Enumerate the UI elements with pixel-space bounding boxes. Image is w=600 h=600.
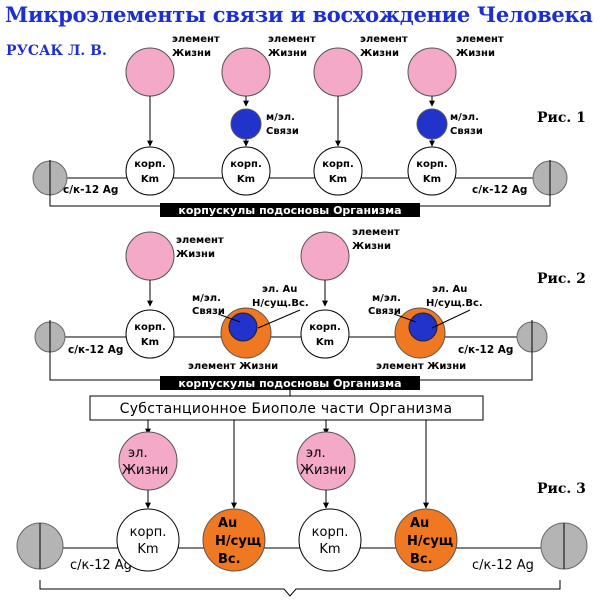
figure-2: Рис. 2 с/к-12 Ag с/к-12 Ag элемент Жизни…: [34, 227, 586, 390]
fig1-bar-text: корпускулы подосновы Организма: [178, 204, 401, 217]
svg-text:корп.: корп.: [416, 159, 448, 170]
fig3-el-1: эл. Жизни: [118, 431, 178, 509]
svg-text:Жизни: Жизни: [122, 463, 168, 478]
page-title: Микроэлементы связи и восхождение Челове…: [5, 2, 593, 27]
fig2-composite-2: м/эл. Связи эл. Au Н/сущ.Вс.: [368, 284, 483, 359]
svg-text:Жизни: Жизни: [268, 48, 307, 59]
author-name: РУСАК Л. В.: [6, 43, 107, 59]
fig1-corp-2: корп. Km: [221, 146, 271, 196]
svg-text:Km: Km: [423, 174, 441, 185]
fig1-bracket: [49, 196, 551, 207]
svg-text:корп.: корп.: [134, 322, 166, 333]
svg-text:элемент: элемент: [456, 34, 504, 45]
svg-text:эл.: эл.: [128, 446, 148, 461]
svg-text:элемент: элемент: [360, 34, 408, 45]
fig2-bracket: [49, 354, 533, 381]
fig2-corp-2: корп. Km: [300, 309, 350, 359]
fig1-sk-left: с/к-12 Ag: [63, 184, 118, 196]
svg-text:Au: Au: [410, 516, 429, 531]
svg-text:Km: Km: [141, 174, 159, 185]
svg-text:элемент: элемент: [268, 34, 316, 45]
svg-text:м/эл.: м/эл.: [450, 112, 479, 123]
svg-text:эл. Au: эл. Au: [262, 284, 297, 295]
fig2-element-life-1: элемент Жизни: [188, 361, 278, 372]
svg-text:Km: Km: [329, 174, 347, 185]
svg-text:Связи: Связи: [266, 126, 299, 137]
svg-text:Связи: Связи: [450, 126, 483, 137]
fig1-me-4: [416, 108, 448, 140]
fig2-corp-1: корп. Km: [125, 309, 175, 359]
fig3-au-1: Au Н/сущ Вс.: [202, 508, 266, 572]
fig1-element-2: элемент Жизни м/эл. Связи: [221, 34, 316, 147]
svg-text:м/эл.: м/эл.: [192, 293, 221, 304]
svg-text:Жизни: Жизни: [360, 48, 399, 59]
fig3-label: Рис. 3: [537, 481, 586, 497]
fig1-element-1: элемент Жизни: [125, 34, 220, 147]
fig3-el-2: эл. Жизни: [296, 431, 356, 509]
svg-text:Жизни: Жизни: [456, 48, 495, 59]
svg-text:корп.: корп.: [134, 159, 166, 170]
fig2-bar-text: корпускулы подосновы Организма: [178, 377, 401, 390]
fig1-element-4: элемент Жизни м/эл. Связи: [407, 34, 504, 147]
fig1-bar: [160, 203, 420, 217]
svg-text:Au: Au: [218, 516, 237, 531]
svg-text:Н/сущ: Н/сущ: [215, 534, 261, 549]
fig1-element-3: элемент Жизни: [313, 34, 408, 147]
svg-text:элемент: элемент: [352, 227, 400, 238]
fig2-element-life-2: элемент Жизни: [376, 361, 466, 372]
fig2-sk-left: с/к-12 Ag: [68, 344, 123, 356]
svg-text:Связи: Связи: [368, 306, 401, 317]
biofield-box: [89, 395, 484, 421]
fig1-me-2: [230, 108, 262, 140]
fig3-bracket: [39, 580, 561, 597]
fig2-composite-1: м/эл. Связи эл. Au Н/сущ.Вс.: [192, 284, 309, 359]
svg-text:корп.: корп.: [230, 159, 262, 170]
svg-text:Жизни: Жизни: [352, 241, 391, 252]
svg-text:м/эл.: м/эл.: [372, 293, 401, 304]
fig3-corp-1: корп. Km: [116, 508, 180, 572]
fig1-corp-4: корп. Km: [407, 146, 457, 196]
fig1-label: Рис. 1: [537, 110, 586, 126]
svg-text:корп.: корп.: [312, 525, 349, 540]
fig2-element-1: элемент Жизни: [125, 231, 224, 307]
svg-text:элемент: элемент: [172, 34, 220, 45]
svg-text:элемент: элемент: [176, 235, 224, 246]
figure-1: Рис. 1 с/к-12 Ag с/к-12 Ag элемент Жизни…: [32, 34, 586, 217]
fig2-label: Рис. 2: [537, 271, 586, 287]
svg-text:Жизни: Жизни: [172, 48, 211, 59]
svg-text:эл. Au: эл. Au: [432, 284, 467, 295]
svg-text:Km: Km: [319, 542, 340, 557]
svg-text:корп.: корп.: [130, 525, 167, 540]
svg-text:Km: Km: [141, 337, 159, 348]
fig2-bar: [160, 376, 420, 390]
svg-text:корп.: корп.: [322, 159, 354, 170]
svg-text:Жизни: Жизни: [176, 249, 215, 260]
svg-text:Km: Km: [316, 337, 334, 348]
fig2-sk-right: с/к-12 Ag: [458, 344, 513, 356]
svg-text:Вс.: Вс.: [410, 552, 433, 567]
svg-text:корп.: корп.: [309, 322, 341, 333]
fig3-au-2: Au Н/сущ Вс.: [394, 508, 458, 572]
svg-text:Н/сущ.Вс.: Н/сущ.Вс.: [426, 298, 483, 309]
svg-text:Н/сущ: Н/сущ: [407, 534, 453, 549]
svg-text:м/эл.: м/эл.: [266, 112, 295, 123]
svg-text:эл.: эл.: [306, 446, 326, 461]
fig3-corp-2: корп. Km: [298, 508, 362, 572]
svg-text:Вс.: Вс.: [218, 552, 241, 567]
biofield-text: Субстанционное Биополе части Организма: [120, 401, 453, 417]
fig3-sk-left: с/к-12 Ag: [70, 558, 132, 573]
fig1-corp-1: корп. Km: [125, 146, 175, 196]
fig1-sk-right: с/к-12 Ag: [472, 184, 527, 196]
svg-text:Km: Km: [237, 174, 255, 185]
svg-text:Связи: Связи: [192, 306, 225, 317]
fig2-element-2: элемент Жизни: [300, 227, 400, 307]
svg-text:Km: Km: [137, 542, 158, 557]
fig3-sk-right: с/к-12 Ag: [472, 558, 534, 573]
figure-3: Рис. 3 Субстанционное Биополе части Орга…: [16, 390, 588, 597]
fig1-corp-3: корп. Km: [313, 146, 363, 196]
svg-text:Н/сущ.Вс.: Н/сущ.Вс.: [252, 298, 309, 309]
svg-text:Жизни: Жизни: [300, 463, 346, 478]
